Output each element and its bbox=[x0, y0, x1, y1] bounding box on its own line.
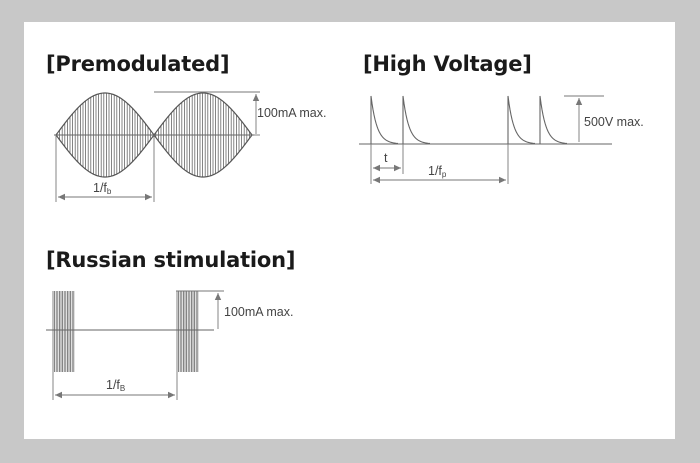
premodulated-period-sub: b bbox=[106, 187, 112, 196]
russian-burst-2 bbox=[176, 291, 199, 372]
russian-period-main: 1/f bbox=[106, 378, 120, 392]
high-voltage-t-label: t bbox=[384, 151, 388, 165]
high-voltage-pulse bbox=[402, 95, 431, 145]
premodulated-title: [Premodulated] bbox=[46, 52, 230, 76]
diagram-card: [Premodulated] [High Voltage] [Russian s… bbox=[24, 22, 675, 439]
premodulated-dimensions bbox=[55, 91, 260, 202]
high-voltage-pulse bbox=[539, 95, 568, 145]
high-voltage-period-main: 1/f bbox=[428, 164, 442, 178]
high-voltage-pulse bbox=[370, 95, 399, 145]
high-voltage-title: [High Voltage] bbox=[363, 52, 532, 76]
high-voltage-dimensions bbox=[370, 95, 604, 184]
russian-period-sub: B bbox=[119, 384, 126, 393]
premodulated-period-main: 1/f bbox=[93, 181, 107, 195]
russian-amplitude-label: 100mA max. bbox=[224, 305, 294, 319]
premodulated-amplitude-label: 100mA max. bbox=[257, 106, 327, 120]
russian-burst-1 bbox=[52, 291, 75, 372]
high-voltage-period-sub: p bbox=[441, 170, 447, 179]
premodulated-waveform bbox=[54, 92, 254, 178]
russian-dimensions bbox=[52, 290, 224, 400]
high-voltage-amplitude-label: 500V max. bbox=[584, 115, 644, 129]
russian-title: [Russian stimulation] bbox=[46, 248, 296, 272]
premodulated-period-label: 1/fb bbox=[93, 181, 111, 196]
waveform-drawing bbox=[46, 91, 612, 400]
high-voltage-period-label: 1/fp bbox=[428, 164, 446, 179]
russian-waveform bbox=[46, 291, 214, 372]
high-voltage-pulse bbox=[507, 95, 536, 145]
high-voltage-waveform bbox=[359, 95, 612, 145]
russian-period-label: 1/fB bbox=[106, 378, 125, 393]
